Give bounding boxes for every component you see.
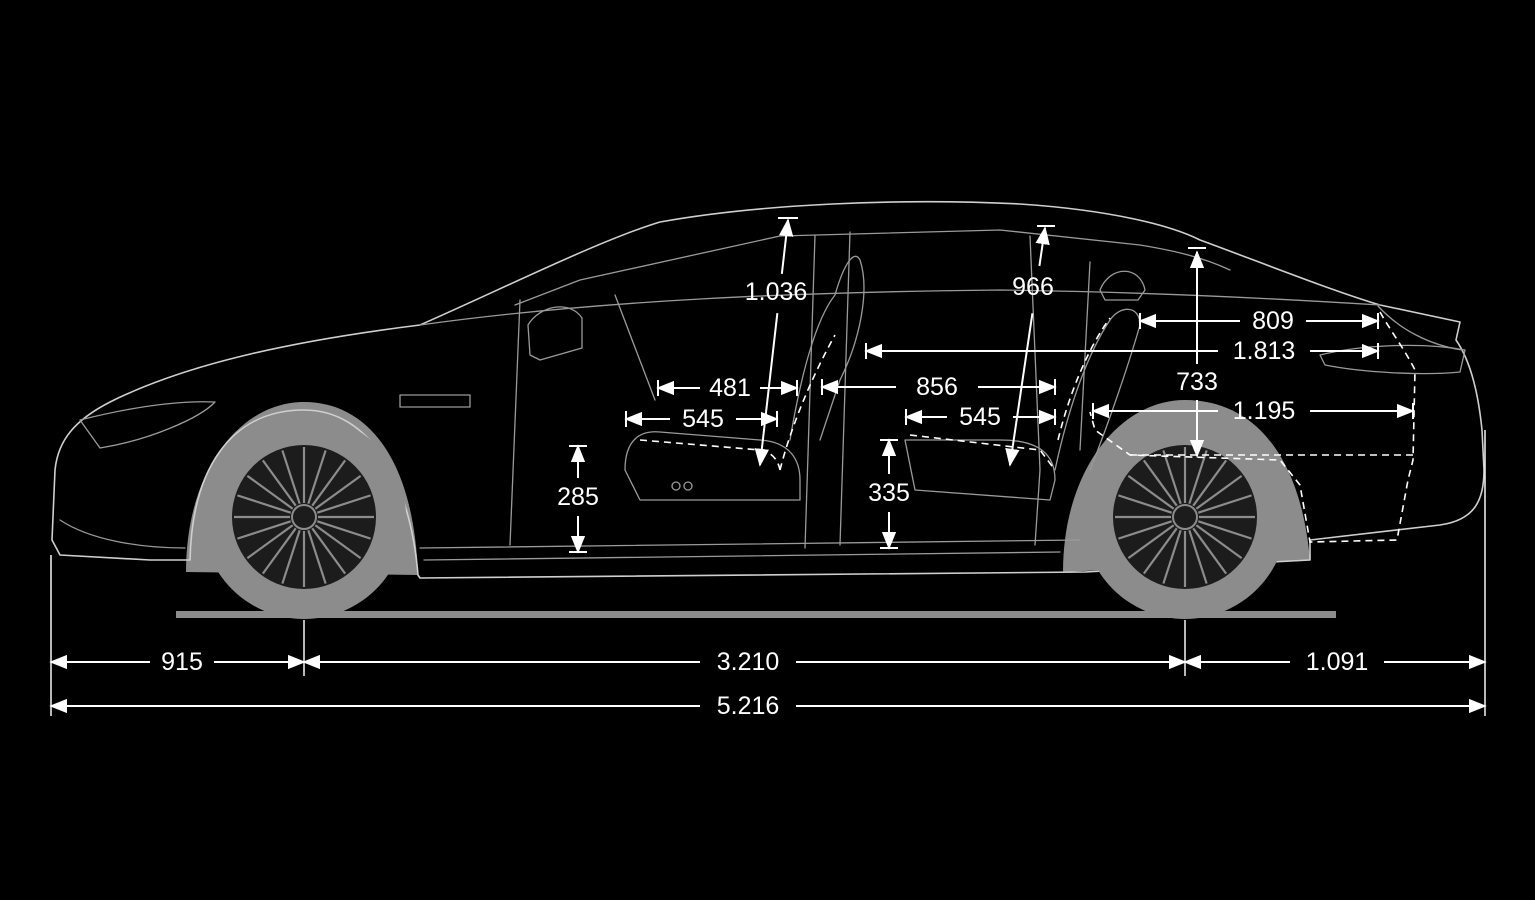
wheel-spoke	[1162, 450, 1182, 505]
dimension-labels: 915 3.210 1.091 5.216 1.036 966 733 809 …	[161, 273, 1368, 720]
wheel-spoke	[261, 459, 297, 507]
dimension-lines	[49, 217, 1487, 714]
wheel-spoke	[1142, 527, 1178, 575]
wheel-spoke	[1188, 450, 1208, 505]
wheel-spoke	[1162, 529, 1182, 584]
luggage-length-floor-label: 1.813	[1233, 337, 1296, 365]
wheel-spoke	[246, 474, 294, 510]
luggage-length-upper-label: 809	[1252, 307, 1294, 335]
ground-line	[176, 611, 1336, 618]
rear-seat-height-label: 335	[868, 479, 910, 507]
front-seat-depth-label: 481	[709, 374, 751, 402]
dim-front-headroom	[754, 312, 779, 467]
wheel-spoke	[261, 527, 297, 575]
luggage-height-label: 733	[1176, 368, 1218, 396]
dim-front-headroom	[779, 218, 794, 275]
wheel-spoke	[281, 450, 301, 505]
wheel-spoke	[307, 529, 327, 584]
wheel-spoke	[1188, 529, 1208, 584]
wheel-spoke	[1118, 520, 1173, 540]
front-wheel	[202, 415, 406, 619]
wheel-spoke	[316, 520, 371, 540]
front-seat-cushion-label: 545	[682, 405, 724, 433]
wheel-spoke	[316, 494, 371, 514]
front-overhang-label: 915	[161, 648, 203, 676]
dim-rear-headroom	[1035, 226, 1050, 267]
wheel-spoke	[311, 459, 347, 507]
wheel-spoke	[1197, 520, 1252, 540]
rear-seat-cushion-label: 545	[959, 403, 1001, 431]
rear-headroom-label: 966	[1012, 273, 1054, 301]
wheel-spoke	[237, 494, 292, 514]
front-seat-height-label: 285	[557, 483, 599, 511]
wheel-spoke	[1142, 459, 1178, 507]
wheel-spoke	[1127, 474, 1175, 510]
wheel-spoke	[1195, 474, 1243, 510]
wheel-spoke	[237, 520, 292, 540]
wheel-spoke	[1192, 527, 1228, 575]
wheel-spoke	[246, 524, 294, 560]
rear-overhang-label: 1.091	[1306, 648, 1369, 676]
wheel-spoke	[314, 474, 362, 510]
wheel-spoke	[281, 529, 301, 584]
rear-legroom-label: 856	[916, 373, 958, 401]
wheel-spoke	[1197, 494, 1252, 514]
seats	[614, 255, 1141, 501]
wheel-spoke	[1195, 524, 1243, 560]
wheel-spoke	[1118, 494, 1173, 514]
wheel-spoke	[1192, 459, 1228, 507]
wheel-spoke	[311, 527, 347, 575]
dim-rear-headroom	[1005, 313, 1034, 467]
luggage-length-mid-label: 1.195	[1233, 397, 1296, 425]
front-headroom-label: 1.036	[745, 278, 808, 306]
rear-wheel	[1083, 415, 1287, 619]
wheel-spoke	[307, 450, 327, 505]
overall-length-label: 5.216	[717, 692, 780, 720]
wheel-spoke	[314, 524, 362, 560]
wheel-spoke	[1127, 524, 1175, 560]
wheelbase-label: 3.210	[717, 648, 780, 676]
